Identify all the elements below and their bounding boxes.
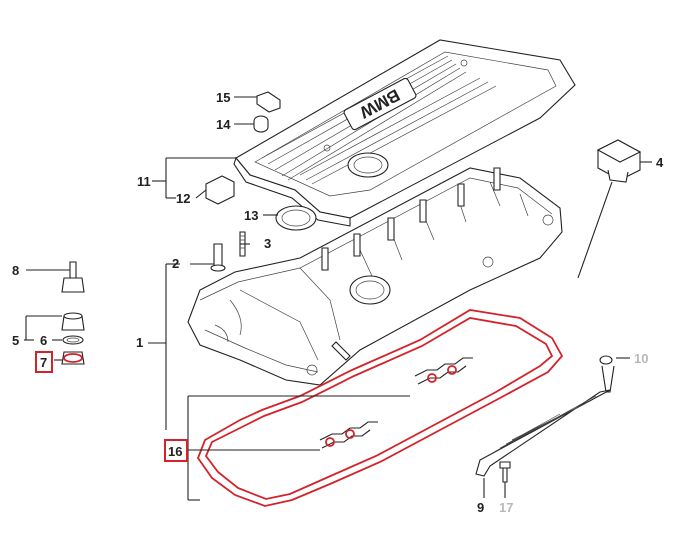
rubber-mount-drawing — [205, 175, 235, 205]
callout-17: 17 — [499, 500, 513, 515]
stud-parts-drawing — [210, 231, 246, 272]
callout-16: 16 — [168, 444, 182, 459]
callout-labels: 15 14 11 12 13 2 3 4 1 8 5 6 7 16 10 9 1… — [12, 90, 664, 515]
callout-14: 14 — [216, 117, 231, 132]
valve-cover-drawing — [187, 167, 563, 386]
brand-logo: BMW — [343, 77, 417, 131]
gasket-highlight — [196, 309, 564, 507]
oil-filler-cap-drawing — [577, 139, 642, 279]
callout-15: 15 — [216, 90, 230, 105]
callout-1: 1 — [136, 335, 143, 350]
callout-3: 3 — [264, 236, 271, 251]
callout-7: 7 — [40, 355, 47, 370]
callout-2: 2 — [172, 256, 179, 271]
seal-ring-drawing — [275, 205, 317, 231]
callout-9: 9 — [477, 500, 484, 515]
bracket-drawing — [475, 355, 615, 483]
callout-13: 13 — [244, 208, 258, 223]
callout-7-box — [35, 351, 53, 373]
cover-studs — [321, 167, 501, 271]
callout-11: 11 — [137, 174, 151, 189]
grommet-parts-drawing — [253, 91, 281, 133]
callout-16-box — [164, 439, 188, 462]
callout-10: 10 — [634, 351, 648, 366]
left-small-parts-drawing — [61, 261, 85, 365]
callout-6: 6 — [40, 333, 47, 348]
callout-5: 5 — [12, 333, 19, 348]
callout-12: 12 — [176, 191, 190, 206]
callout-4: 4 — [656, 155, 664, 170]
leader-lines — [24, 96, 652, 501]
callout-8: 8 — [12, 263, 19, 278]
engine-cover-drawing: BMW — [233, 39, 576, 227]
